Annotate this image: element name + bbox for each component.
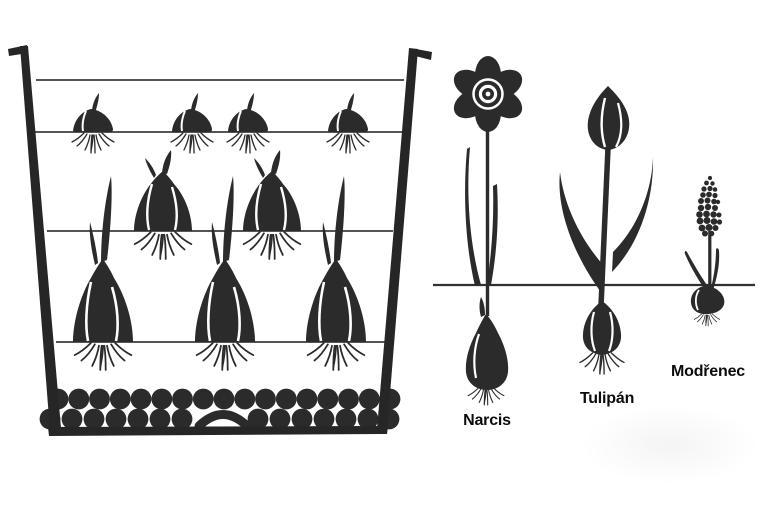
drainage-shard-arch [194,410,252,431]
pot-wall-left [20,46,61,431]
pebble-row-bottom [39,408,400,430]
narcissus-bulb-shoot [479,297,485,317]
medium-bulb [134,150,192,259]
tulip-illustration [559,86,654,375]
small-bulb [171,93,213,153]
grape-hyacinth-roots [694,313,720,327]
pot-rim-right [415,49,432,60]
grape-hyacinth-leaf-right [711,248,720,290]
top-layer-small-bulbs [72,93,369,153]
narcissus-leaf-left [465,147,481,286]
small-bulb [227,93,269,153]
grape-hyacinth-leaf-left [684,250,709,291]
small-bulb [327,93,369,153]
narcissus-stem [485,108,490,316]
middle-layer-medium-bulbs [134,150,301,259]
plant-key [433,56,755,406]
large-bulb [195,176,255,370]
large-bulb [73,176,133,370]
narcissus-leaf-right [487,184,498,285]
bottom-layer-large-bulbs [73,176,366,370]
narcissus-illustration [453,56,523,406]
narcissus-flower-icon [453,56,523,132]
pot-walls [8,45,432,436]
pot-bottom [48,426,388,436]
small-bulb [72,93,114,153]
pebble-row-top [47,388,401,410]
tulip-flower-icon [587,86,630,150]
narcissus-bulb [465,314,509,390]
grape-hyacinth-illustration [684,175,725,327]
grape-hyacinth-stem [708,231,712,289]
medium-bulb [243,150,301,259]
label-modrenec: Modřenec [671,363,745,380]
grape-hyacinth-bulb [690,285,725,315]
grape-hyacinth-flower-spike [696,175,723,237]
paper-smudge [580,405,760,485]
tulip-leaf-right [612,157,654,272]
tulip-bulb [582,301,622,355]
pot-cross-section [8,45,432,436]
drainage-pebbles [39,388,401,431]
tulip-leaf-left [559,172,604,295]
large-bulb [306,176,366,370]
narcissus-roots [467,387,505,406]
pot-wall-right [377,48,418,431]
label-narcis: Narcis [463,412,511,429]
tulip-roots [579,352,625,375]
label-tulipan: Tulipán [579,390,635,407]
